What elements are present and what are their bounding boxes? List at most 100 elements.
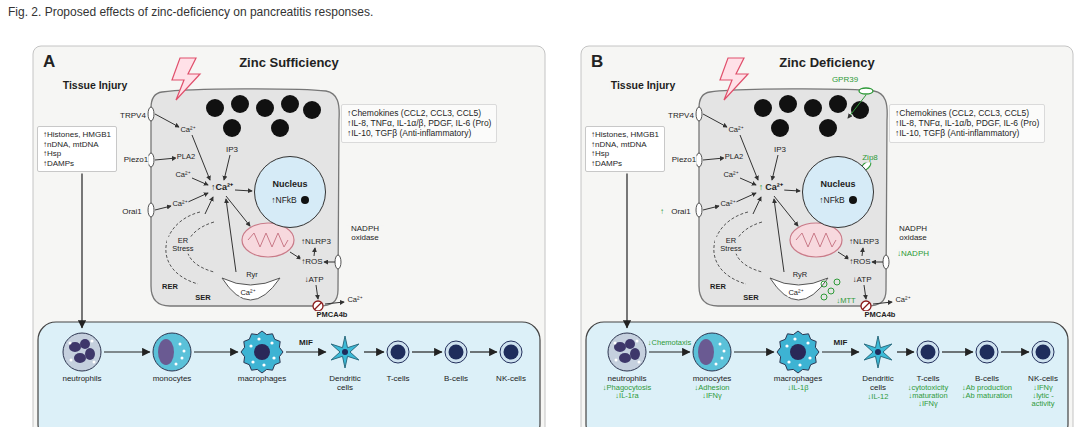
cell-labels: neutrophils [62,375,101,384]
dendritic-body [864,336,892,368]
connector [194,351,238,352]
deficiency-effect: ↓lytic - activity [1023,392,1063,409]
label-text: Piezo1 [671,156,697,165]
nucleus: Nucleus ↑NFkB [802,156,874,228]
mitochondrial-cristae [248,233,288,247]
neutrophil-body [63,333,101,371]
immune-cell: B-cells↓Ab production↓Ab maturation [975,330,999,374]
endoplasmic-reticulum [714,212,748,284]
granule-dot [719,343,722,346]
smooth-er [770,278,828,300]
label-text: ↑ROS [300,258,323,267]
mtt-marker [828,288,834,294]
cell-name: B-cells [962,375,1012,384]
pathway-arrow [772,155,778,180]
nucleus-lobe [85,348,95,360]
box-line: ↑DAMPs [591,159,659,169]
deficiency-effect: ↓IL-1β [774,384,822,392]
zymogen-granule [231,95,249,113]
nucleus-title: Nucleus [272,179,307,190]
granule-dot [270,341,273,344]
nfkb-row: ↑NFkB [819,195,857,205]
cell-name: Dendritic cells [856,375,900,393]
zymogen-granule [819,119,837,137]
cell-name: NK-cells [496,375,526,384]
cell-icon [386,330,410,374]
pathway-arrow [325,302,344,304]
pathway-arrow [703,206,719,210]
label-text: ↓MTT [835,297,856,305]
label-text: PLA2 [176,153,196,161]
granule-dot [262,363,265,366]
granule-dot [272,356,275,359]
cell-icon [776,330,820,374]
cell-icon [444,330,468,374]
cell-name: neutrophils [62,375,101,384]
pump-block [315,303,322,310]
nucleus-lobe [80,339,90,349]
pathway-arrow [873,302,892,304]
nfkb-row: ↑NFkB [271,195,309,205]
pump-symbol [861,301,871,311]
granule-dot [723,350,726,353]
cell-icon [607,330,647,374]
label-text: Zip8 [861,154,879,163]
pathway-arrow [848,95,866,118]
pathway-arrow [192,178,208,185]
cell-icon [692,330,732,374]
deficiency-effect: ↓Ab maturation [962,392,1012,400]
granule-dot [93,361,96,364]
membrane-channel [696,107,702,121]
injury-bolt [172,58,200,100]
label-text: SER [742,294,759,302]
dendritic-nucleus [342,349,348,355]
label-text: Ca²⁺ [722,171,739,179]
lymphocyte-nucleus [391,345,406,360]
cell-labels: Dendritic cells↓IL-12 [856,375,900,401]
connector [81,173,82,328]
cell-icon [499,330,523,374]
pathway-arrow [783,190,800,191]
box-line: ↑IL-8, TNFα, IL-1α/β, PDGF, IL-6 (Pro) [347,118,491,128]
granule-dot [251,360,254,363]
granule-dot [808,356,811,359]
label-text: TRPV4 [667,112,695,121]
label-text: Ca²⁺ [894,296,911,304]
label-text: ↑Ca²⁺ [210,183,234,193]
macrophage-body [777,331,819,373]
cell-icon [62,330,102,374]
nucleus-title: Nucleus [820,179,855,190]
box-line: ↑nDNA, mtDNA [591,140,659,150]
pathway-arrow [736,193,756,202]
granule-dot [721,357,724,360]
lymphocyte-nucleus [1036,345,1051,360]
cell-membrane [151,89,339,306]
cell-name: NK-cells [1023,375,1063,384]
deficiency-effect: ↓cytotoxicity [908,384,948,392]
label-text: Ca²⁺ [787,289,804,297]
granule-dot [183,350,186,353]
granule-dot [787,360,790,363]
cell-name: monocytes [153,375,192,384]
label-text: RER [161,283,179,291]
label-text: ER Stress [715,237,747,254]
cell-labels: macrophages↓IL-1β [774,375,822,392]
zymogen-granule [256,99,274,117]
zymogen-granule [303,101,321,119]
cell-name: neutrophils [603,375,651,384]
deficiency-effect: ↓maturation [908,392,948,400]
granule-dot [69,342,72,345]
macrophage-nucleus [790,344,806,360]
cell-labels: neutrophils↓Phagocytosis↓IL-1ra [603,375,651,400]
immune-cell: NK-cells↓IFNγ↓lytic - activity [1031,330,1055,374]
label-text: ↓NADPH [896,250,930,259]
label-text: IP3 [773,146,787,155]
immune-cell: T-cells↓cytotoxicity↓maturation↓IFNγ [916,330,940,374]
figure-panel: BZinc Deficiency↑Histones, HMGB1↑nDNA, m… [581,46,1073,427]
cell-labels: NK-cells↓IFNγ↓lytic - activity [1023,375,1063,409]
gpr39-receptor [859,88,873,94]
immune-cell: monocytes [152,330,192,374]
granule-dot [806,341,809,344]
connector [897,351,914,352]
cell-name: monocytes [693,375,732,384]
